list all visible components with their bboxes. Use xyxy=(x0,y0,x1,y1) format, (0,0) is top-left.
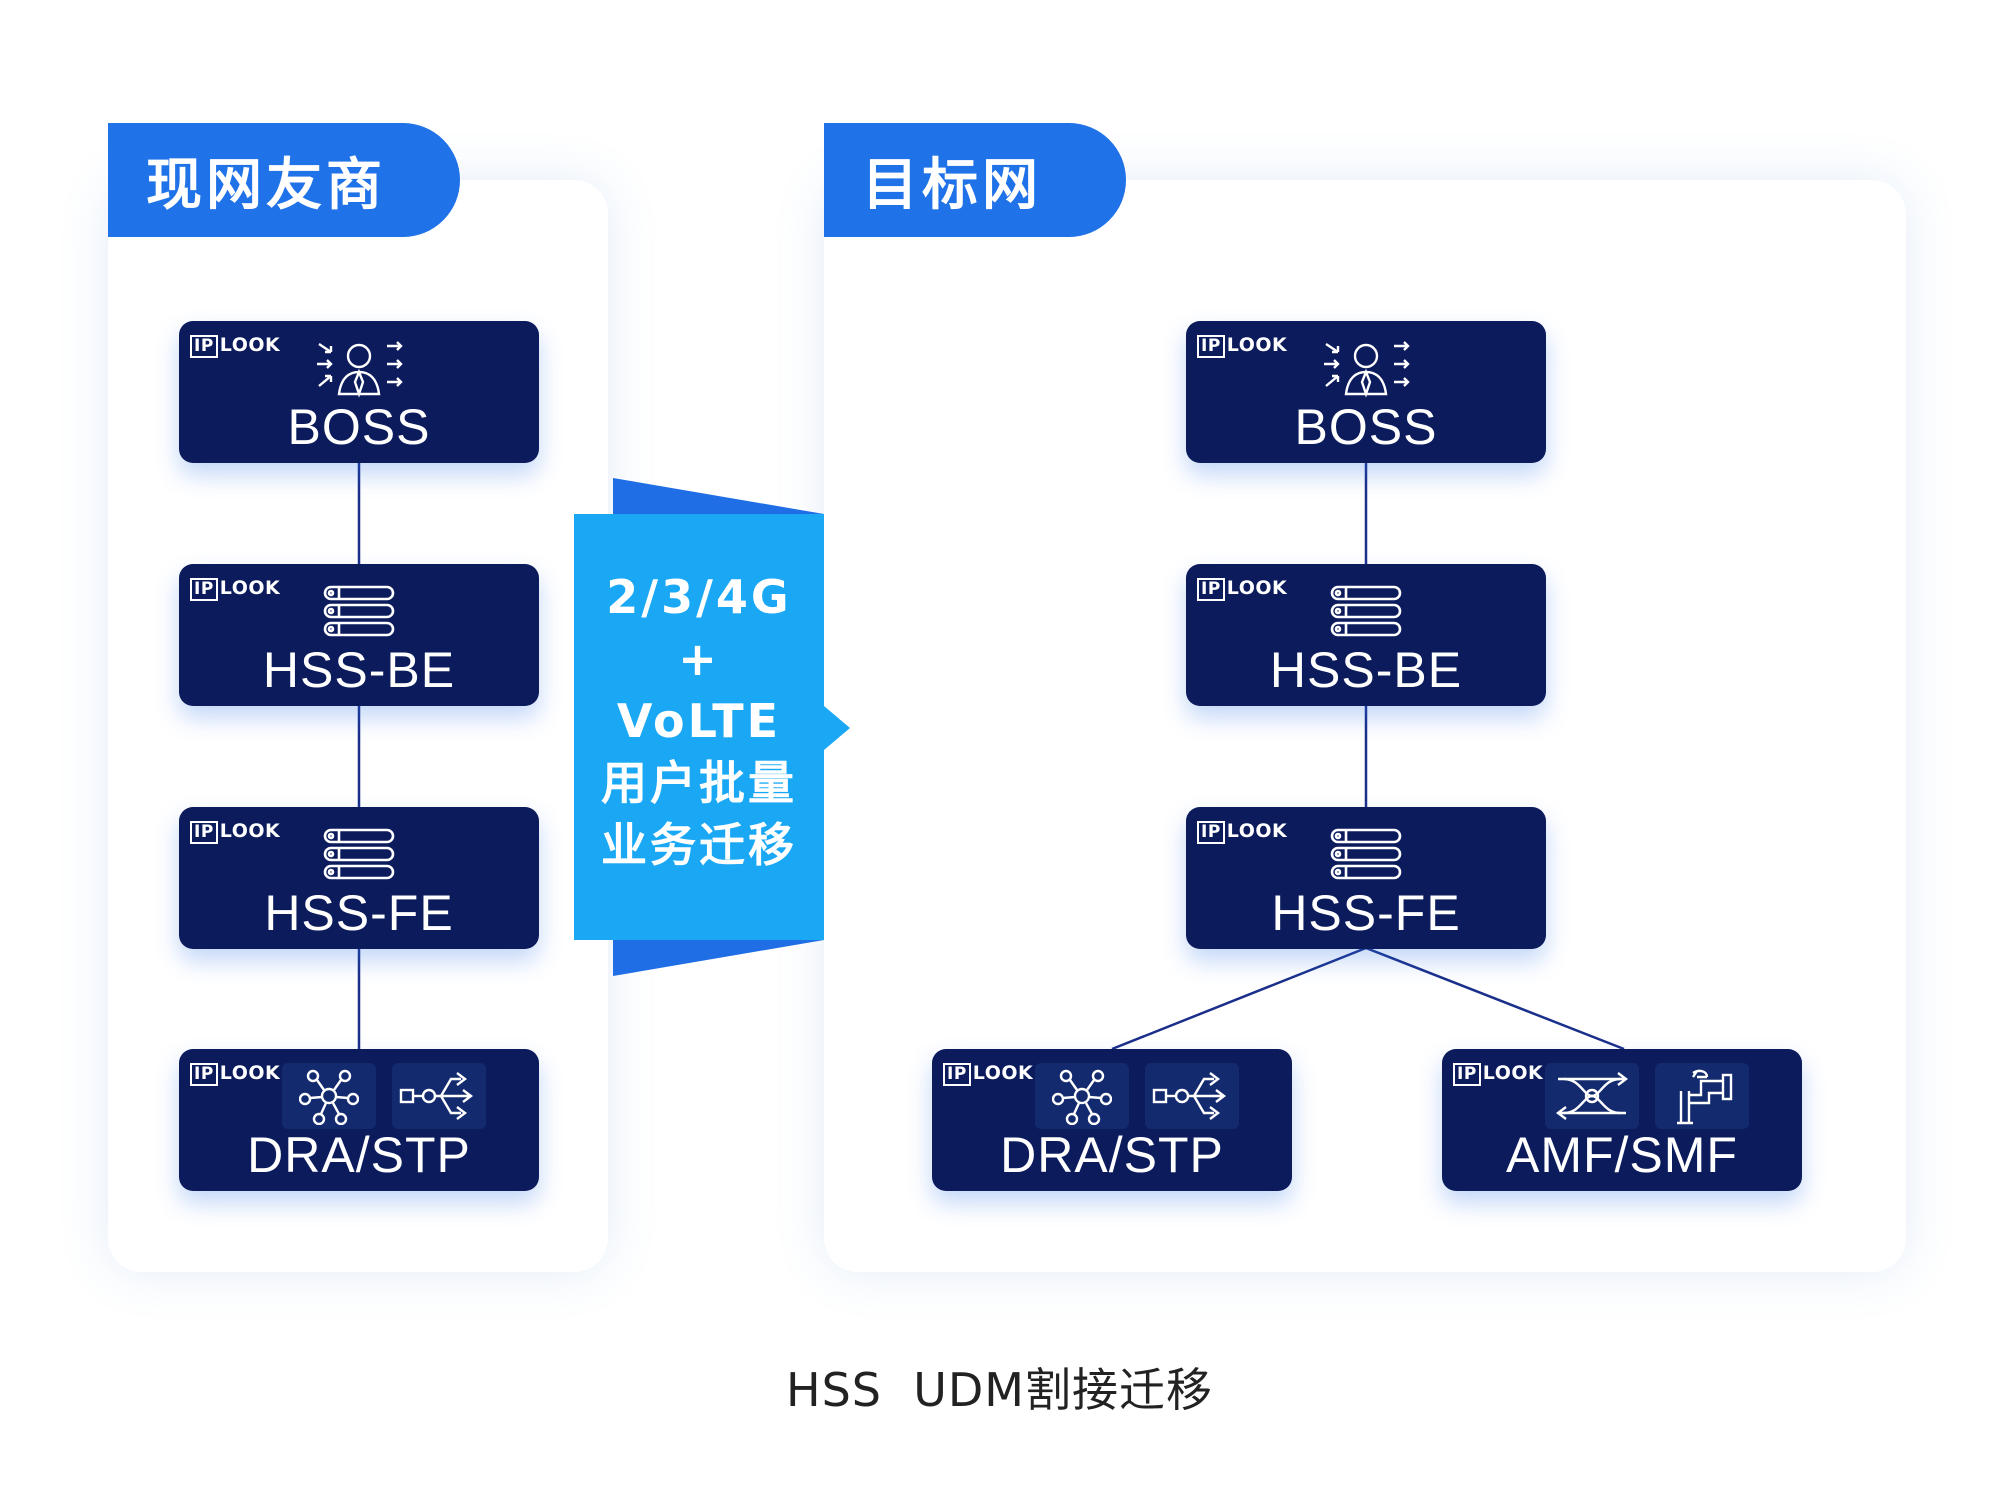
migration-line-batch-users: 用户批量 xyxy=(601,756,797,810)
network-hub-icon xyxy=(282,1063,376,1129)
user-exchange-icon xyxy=(1318,335,1414,401)
node-label: AMF/SMF xyxy=(1506,1127,1738,1183)
migration-arrow xyxy=(574,478,850,976)
migration-label: 2/3/4G + VoLTE 用户批量 业务迁移 xyxy=(574,566,824,876)
node-label: HSS-BE xyxy=(1269,642,1463,698)
link-right-hssfe-dra xyxy=(1111,946,1367,1051)
server-stack-icon xyxy=(1318,821,1414,887)
node-label: HSS-FE xyxy=(1271,885,1461,941)
node-label: BOSS xyxy=(1294,399,1438,455)
migration-line-service-migration: 业务迁移 xyxy=(601,818,797,872)
node-label: BOSS xyxy=(287,399,431,455)
target-network-title: 目标网 xyxy=(824,123,1126,237)
switch-gear-icon xyxy=(1545,1063,1639,1129)
node-label: DRA/STP xyxy=(1000,1127,1224,1183)
node-label: DRA/STP xyxy=(247,1127,471,1183)
session-pipe-icon xyxy=(1655,1063,1749,1129)
current-network-title: 现网友商 xyxy=(108,123,460,237)
migration-line-plus: + xyxy=(678,632,720,686)
server-stack-icon xyxy=(311,578,407,644)
network-hub-icon xyxy=(1035,1063,1129,1129)
figure-caption: HSS UDM割接迁移 xyxy=(785,1363,1213,1417)
migration-line-generations: 2/3/4G xyxy=(606,570,792,624)
node-label: HSS-BE xyxy=(262,642,456,698)
link-right-hssfe-amf xyxy=(1365,946,1625,1051)
signal-route-icon xyxy=(1145,1063,1239,1129)
migration-line-volte: VoLTE xyxy=(616,694,782,748)
user-exchange-icon xyxy=(311,335,407,401)
server-stack-icon xyxy=(1318,578,1414,644)
server-stack-icon xyxy=(311,821,407,887)
signal-route-icon xyxy=(392,1063,486,1129)
node-label: HSS-FE xyxy=(264,885,454,941)
